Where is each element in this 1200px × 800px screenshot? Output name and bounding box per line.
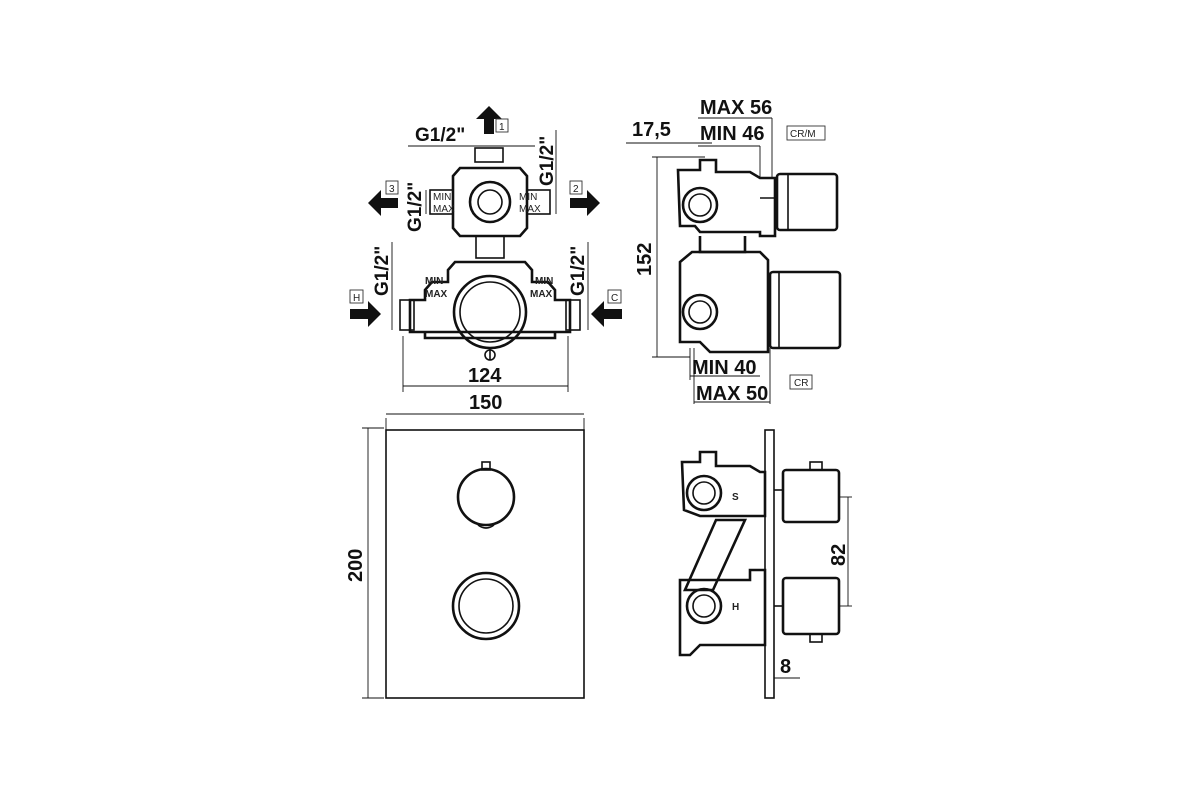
cold-inlet-label: C bbox=[611, 293, 618, 304]
svg-text:MAX: MAX bbox=[433, 204, 455, 215]
width-124-label: 124 bbox=[468, 365, 502, 387]
thread-left-outlet-label: G1/2" bbox=[405, 182, 426, 232]
height-152-label: 152 bbox=[634, 243, 656, 276]
outlet-arrow-right-icon bbox=[570, 190, 600, 216]
svg-text:MIN: MIN bbox=[433, 192, 451, 203]
outlet-arrow-left-icon bbox=[368, 190, 398, 216]
outlet-arrow-up-icon bbox=[476, 106, 502, 134]
svg-text:MAX: MAX bbox=[519, 204, 541, 215]
front-plate-view: 150 200 bbox=[345, 392, 585, 699]
side-valve-view: MAX 56 MIN 46 17,5 CR/M 152 bbox=[626, 97, 842, 405]
tag-cr: CR bbox=[794, 378, 808, 389]
hot-inlet-arrow-icon bbox=[350, 301, 381, 327]
thread-left-inlet-label: G1/2" bbox=[372, 246, 393, 296]
cover-plate bbox=[385, 429, 585, 699]
thread-right-outlet-label: G1/2" bbox=[537, 136, 558, 186]
thickness-8-label: 8 bbox=[780, 656, 791, 678]
offset-17-5-label: 17,5 bbox=[632, 119, 671, 141]
mark-h: H bbox=[732, 602, 739, 613]
min-label-left: MIN bbox=[425, 276, 443, 287]
hot-inlet-label: H bbox=[353, 293, 360, 304]
height-200-label: 200 bbox=[345, 549, 367, 582]
tag-cr-m: CR/M bbox=[790, 129, 816, 140]
width-150-label: 150 bbox=[469, 392, 502, 414]
min-40-label: MIN 40 bbox=[692, 357, 756, 379]
port-top-label: 1 bbox=[499, 122, 505, 133]
max-56-label: MAX 56 bbox=[700, 97, 772, 119]
thread-right-inlet-label: G1/2" bbox=[568, 246, 589, 296]
port-left-label: 3 bbox=[389, 184, 395, 195]
thread-top-label: G1/2" bbox=[415, 125, 465, 146]
side-plate-view: 8 S H 82 bbox=[678, 429, 852, 699]
svg-text:MIN: MIN bbox=[535, 276, 553, 287]
port-right-label: 2 bbox=[573, 184, 579, 195]
mark-s: S bbox=[732, 492, 739, 503]
svg-text:MIN: MIN bbox=[519, 192, 537, 203]
spacing-82-label: 82 bbox=[828, 544, 850, 566]
cold-inlet-arrow-icon bbox=[591, 301, 622, 327]
min-46-label: MIN 46 bbox=[700, 123, 764, 145]
max-50-label: MAX 50 bbox=[696, 383, 768, 405]
max-label-left: MAX bbox=[425, 289, 448, 300]
svg-text:MAX: MAX bbox=[530, 289, 553, 300]
front-valve-view: 1 G1/2" MIN MAX MIN MAX 2 3 G1/2" G1/2" bbox=[349, 106, 622, 392]
